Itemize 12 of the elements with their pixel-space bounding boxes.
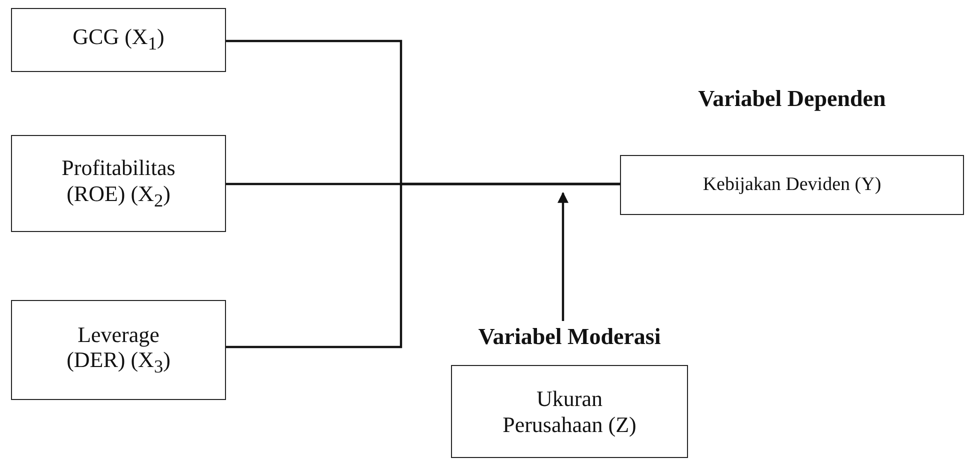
variable-label: Profitabilitas (ROE) (X$_{2}$) [60, 155, 176, 212]
section-heading: Variabel Moderasi [478, 324, 661, 350]
variable-box [11, 8, 226, 72]
section-heading: Variabel Dependen [698, 86, 886, 112]
variable-label: GCG (X$_{1}$) [72, 24, 166, 56]
variable-label: Ukuran Perusahaan (Z) [502, 386, 638, 438]
variable-box [11, 135, 226, 232]
variable-box [11, 300, 226, 400]
connector-line [226, 182, 620, 348]
variable-label: Kebijakan Deviden (Y) [702, 174, 882, 196]
variable-label: Leverage (DER) (X$_{3}$) [66, 322, 172, 378]
arrow [558, 192, 568, 321]
